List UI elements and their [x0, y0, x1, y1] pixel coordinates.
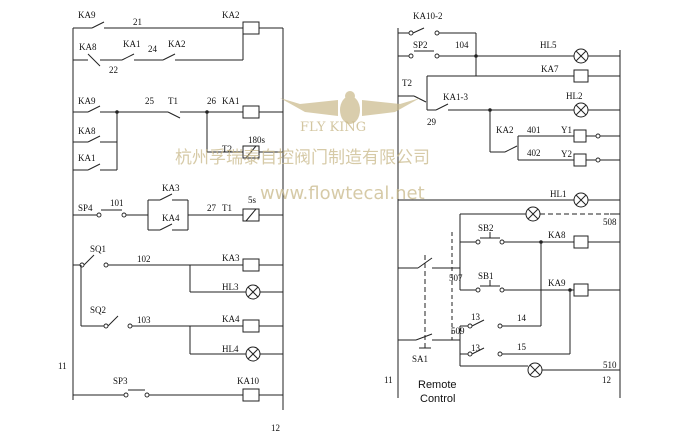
- coil-ka1: [242, 105, 260, 119]
- label-hl4: HL4: [222, 344, 239, 354]
- label-hl5: HL5: [540, 40, 557, 50]
- label-wire-21: 21: [133, 17, 142, 27]
- label-right-rail-12: 12: [602, 375, 611, 385]
- label-sb2: SB2: [478, 223, 494, 233]
- label-right-rail-11: 11: [384, 375, 393, 385]
- label-ka2-contact: KA2: [496, 125, 514, 135]
- label-wire-104: 104: [455, 40, 469, 50]
- label-control: Control: [420, 393, 455, 405]
- label-ka8-r2: KA8: [79, 42, 97, 52]
- label-ka8-r4: KA8: [78, 126, 96, 136]
- label-ka1-coil: KA1: [222, 96, 240, 106]
- label-ka1-3: KA1-3: [443, 92, 468, 102]
- label-ka1-r5: KA1: [78, 153, 96, 163]
- coil-y2: [573, 153, 587, 167]
- label-t1-contact: T1: [168, 96, 178, 106]
- label-remote: Remote: [418, 379, 457, 391]
- label-left-rail-11: 11: [58, 361, 67, 371]
- watermark-brand: FLY KING: [300, 120, 366, 135]
- label-sp2: SP2: [413, 40, 428, 50]
- label-wire-102: 102: [137, 254, 151, 264]
- coil-ka4: [242, 319, 260, 333]
- coil-ka3: [242, 258, 260, 272]
- label-wire-26: 26: [207, 96, 217, 106]
- label-wire-101: 101: [110, 198, 124, 208]
- label-wire-22: 22: [109, 65, 118, 75]
- label-ka4-r6: KA4: [162, 213, 180, 223]
- label-wire-14: 14: [517, 313, 527, 323]
- label-sa1: SA1: [412, 354, 428, 364]
- label-hl3: HL3: [222, 282, 239, 292]
- watermark: FLY KING 杭州孚瑞泰自控阀门制造有限公司 www.flowtecal.n…: [175, 91, 430, 204]
- coil-ka8: [573, 235, 589, 249]
- label-wire-510: 510: [603, 360, 617, 370]
- label-ka2-coil: KA2: [222, 10, 240, 20]
- label-wire-15: 15: [517, 342, 527, 352]
- label-ka2-r2: KA2: [168, 39, 186, 49]
- watermark-company: 杭州孚瑞泰自控阀门制造有限公司: [175, 148, 430, 168]
- label-ka8-coil: KA8: [548, 230, 566, 240]
- label-wire-508: 508: [603, 217, 617, 227]
- label-ka9-coil: KA9: [548, 278, 566, 288]
- label-sq1: SQ1: [90, 244, 106, 254]
- label-5s: 5s: [248, 195, 257, 205]
- label-t1-coil: T1: [222, 203, 232, 213]
- label-hl2: HL2: [566, 91, 583, 101]
- label-ka9-r3: KA9: [78, 96, 96, 106]
- label-t2-coil: T2: [222, 144, 232, 154]
- label-contact-13-a: 13: [471, 312, 481, 322]
- label-ka3-r6: KA3: [162, 183, 180, 193]
- label-t2-contact: T2: [402, 78, 412, 88]
- label-wire-25: 25: [145, 96, 155, 106]
- label-wire-402: 402: [527, 148, 541, 158]
- label-y2: Y2: [561, 149, 572, 159]
- label-180s: 180s: [248, 135, 266, 145]
- label-wire-401: 401: [527, 125, 541, 135]
- coil-ka10: [242, 388, 260, 402]
- label-sp3: SP3: [113, 376, 128, 386]
- label-ka7: KA7: [541, 64, 559, 74]
- coil-ka9: [573, 283, 589, 297]
- label-ka10-2: KA10-2: [413, 11, 443, 21]
- label-ka4-coil: KA4: [222, 314, 240, 324]
- label-y1: Y1: [561, 125, 572, 135]
- label-ka9-r1: KA9: [78, 10, 96, 20]
- label-wire-24: 24: [148, 44, 158, 54]
- label-sq2: SQ2: [90, 305, 106, 315]
- coil-ka2: [242, 21, 260, 35]
- label-wire-507: 507: [449, 273, 463, 283]
- watermark-website: www.flowtecal.net: [260, 183, 425, 204]
- label-ka1-r2: KA1: [123, 39, 141, 49]
- label-wire-29: 29: [427, 117, 437, 127]
- left-circuit: KA9 21 KA2 KA8 22 KA1 24 KA2 KA9 25 T1 2…: [58, 10, 284, 433]
- label-wire-27: 27: [207, 203, 217, 213]
- eagle-logo-icon: [280, 91, 420, 124]
- right-circuit: KA10-2 SP2 104 HL5 KA7 T2 KA1-3: [384, 11, 621, 405]
- label-ka3-coil: KA3: [222, 253, 240, 263]
- label-left-rail-12: 12: [271, 423, 280, 433]
- label-sp4: SP4: [78, 203, 93, 213]
- label-contact-13-b: 13: [471, 343, 481, 353]
- label-hl1: HL1: [550, 189, 567, 199]
- label-wire-103: 103: [137, 315, 151, 325]
- coil-y1: [573, 129, 587, 143]
- label-wire-509: 509: [451, 326, 465, 336]
- label-sb1: SB1: [478, 271, 494, 281]
- coil-ka7: [573, 69, 589, 83]
- label-ka10-coil: KA10: [237, 376, 259, 386]
